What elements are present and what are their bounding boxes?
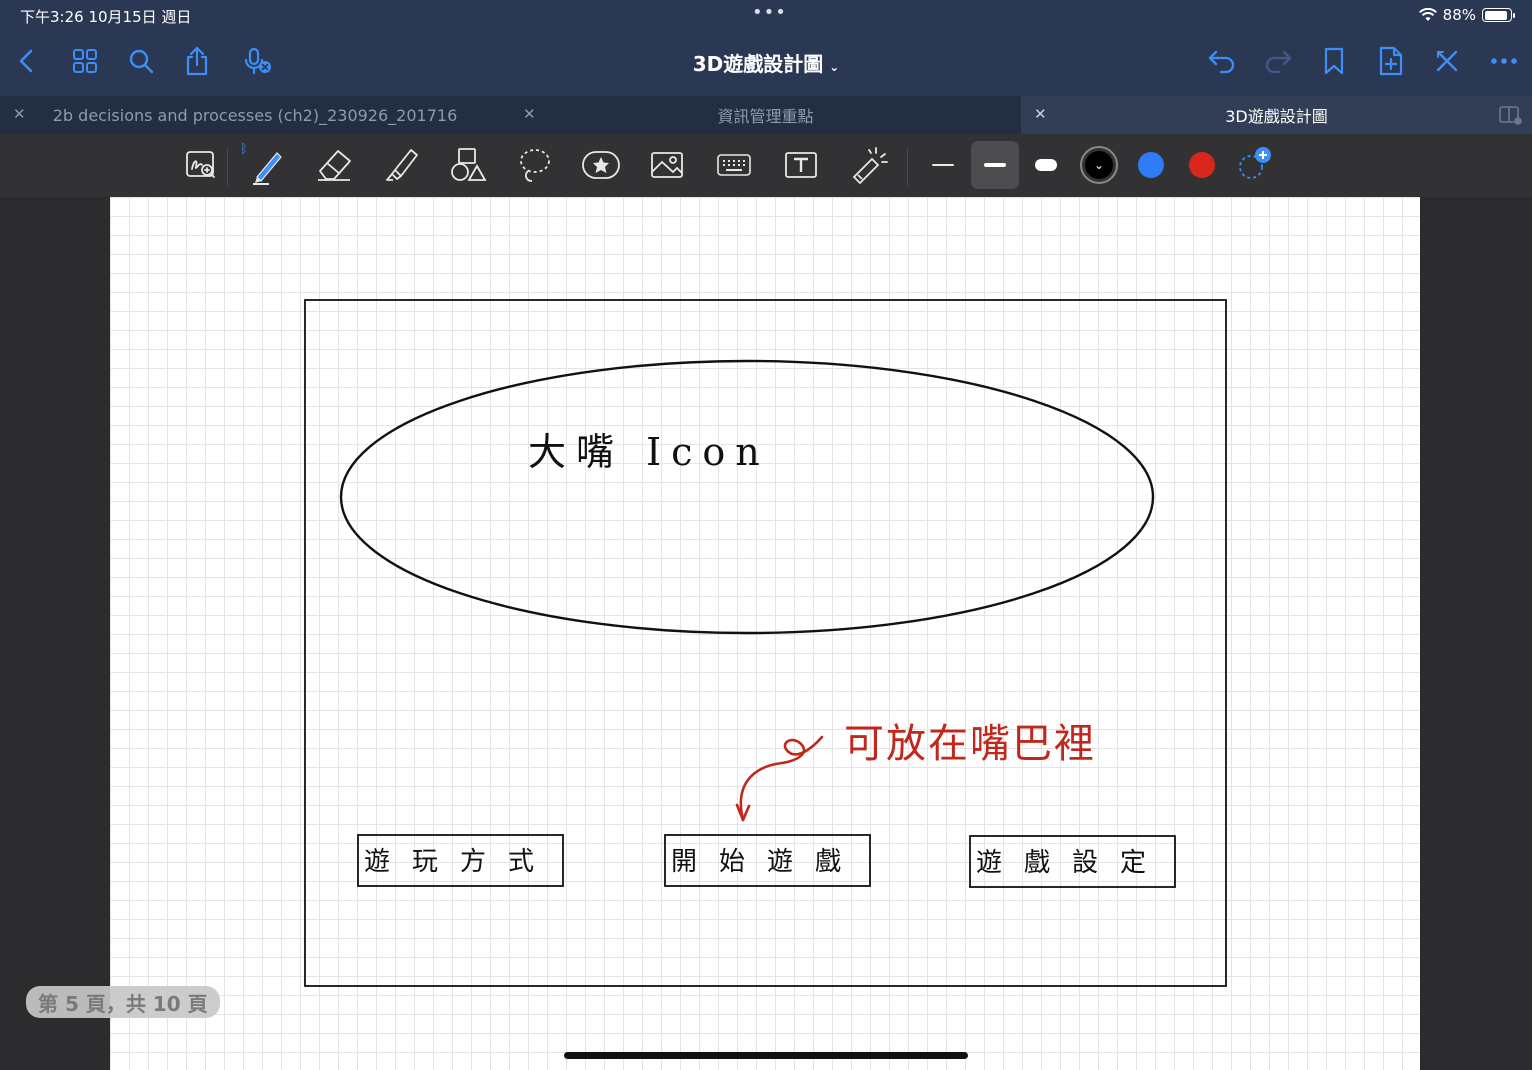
drawing-toolbar: ᛒ xyxy=(0,134,1532,197)
status-right: 88% xyxy=(1418,6,1515,24)
zoom-window-icon[interactable] xyxy=(180,144,222,186)
bookmark-icon[interactable] xyxy=(1315,42,1353,80)
menu-button-label: 遊戲設定 xyxy=(976,848,1168,878)
chevron-down-icon: ⌄ xyxy=(1085,151,1113,179)
eraser-icon[interactable] xyxy=(313,144,355,186)
toolbar-divider xyxy=(907,148,908,186)
menu-button-start-game[interactable]: 開始遊戲 xyxy=(664,834,871,887)
microphone-off-icon[interactable] xyxy=(238,42,276,80)
status-bar: 下午3:26 10月15日 週日 ••• 88% xyxy=(0,0,1532,30)
color-swatch-blue[interactable] xyxy=(1130,144,1172,186)
tab-document-2[interactable]: ✕ 資訊管理重點 xyxy=(510,96,1021,134)
icon-ellipse xyxy=(339,359,1155,635)
tab-close-icon[interactable]: ✕ xyxy=(1034,105,1047,123)
thumbnails-grid-icon[interactable] xyxy=(66,42,104,80)
sketch-annotation: 可放在嘴巴裡 xyxy=(844,721,1096,767)
status-time: 下午3:26 10月15日 週日 xyxy=(20,8,192,26)
page-indicator: 第 5 頁，共 10 頁 xyxy=(26,986,220,1018)
back-chevron-icon[interactable] xyxy=(8,42,46,80)
add-color-icon[interactable] xyxy=(1232,144,1274,186)
menu-button-settings[interactable]: 遊戲設定 xyxy=(969,835,1176,888)
tab-bar: ✕ 2b decisions and processes (ch2)_23092… xyxy=(0,96,1532,134)
image-icon[interactable] xyxy=(646,144,688,186)
tab-close-icon[interactable]: ✕ xyxy=(13,105,26,123)
document-title[interactable]: 3D遊戲設計圖 ⌄ xyxy=(0,48,1532,77)
battery-percent: 88% xyxy=(1442,6,1476,24)
bluetooth-icon: ᛒ xyxy=(240,142,248,157)
keyboard-icon[interactable] xyxy=(713,144,755,186)
menu-button-label: 遊玩方式 xyxy=(364,847,556,877)
more-icon[interactable] xyxy=(1485,42,1523,80)
battery-icon xyxy=(1482,8,1515,22)
highlighter-icon[interactable] xyxy=(380,144,422,186)
wifi-icon xyxy=(1418,8,1437,21)
add-page-icon[interactable] xyxy=(1372,42,1410,80)
color-swatch-red[interactable] xyxy=(1181,144,1223,186)
lasso-icon[interactable] xyxy=(513,144,555,186)
stroke-thick-icon[interactable] xyxy=(1025,144,1067,186)
tab-document-1[interactable]: ✕ 2b decisions and processes (ch2)_23092… xyxy=(0,96,510,134)
stroke-thin-icon[interactable] xyxy=(922,144,964,186)
tab-label[interactable]: 3D遊戲設計圖 xyxy=(1225,107,1328,126)
notebook-page[interactable]: 大嘴 Icon 可放在嘴巴裡 遊玩方式 開始遊戲 遊戲設定 xyxy=(110,197,1420,1070)
document-title-text[interactable]: 3D遊戲設計圖 xyxy=(692,52,824,76)
multitasking-dots-icon[interactable]: ••• xyxy=(752,2,787,23)
tab-label[interactable]: 資訊管理重點 xyxy=(717,107,814,126)
close-icon[interactable] xyxy=(1428,42,1466,80)
pen-icon[interactable] xyxy=(246,144,288,186)
screen-frame xyxy=(304,299,1227,987)
search-icon[interactable] xyxy=(122,42,160,80)
toolbar-divider xyxy=(227,148,228,186)
menu-button-how-to-play[interactable]: 遊玩方式 xyxy=(357,834,564,887)
undo-icon[interactable] xyxy=(1203,42,1241,80)
split-view-icon[interactable] xyxy=(1498,105,1522,129)
top-bar: 下午3:26 10月15日 週日 ••• 88% xyxy=(0,0,1532,96)
tab-close-icon[interactable]: ✕ xyxy=(523,105,536,123)
title-chevron-down-icon[interactable]: ⌄ xyxy=(829,60,840,74)
stroke-medium-icon[interactable] xyxy=(971,141,1019,189)
sticker-icon[interactable] xyxy=(580,144,622,186)
sketch-heading: 大嘴 Icon xyxy=(528,430,770,474)
annotation-arrow xyxy=(735,735,824,822)
menu-button-label: 開始遊戲 xyxy=(671,847,863,877)
tab-label[interactable]: 2b decisions and processes (ch2)_230926_… xyxy=(52,105,458,125)
laser-pointer-icon[interactable] xyxy=(847,144,889,186)
text-box-icon[interactable] xyxy=(780,144,822,186)
tab-document-3[interactable]: ✕ 3D遊戲設計圖 xyxy=(1021,96,1532,134)
shapes-icon[interactable] xyxy=(446,144,488,186)
sketch-drawing[interactable]: 大嘴 Icon 可放在嘴巴裡 遊玩方式 開始遊戲 遊戲設定 xyxy=(110,197,1420,1070)
home-indicator[interactable] xyxy=(564,1052,968,1059)
redo-icon[interactable] xyxy=(1259,42,1297,80)
color-swatch-black[interactable]: ⌄ xyxy=(1078,144,1120,186)
share-icon[interactable] xyxy=(178,42,216,80)
